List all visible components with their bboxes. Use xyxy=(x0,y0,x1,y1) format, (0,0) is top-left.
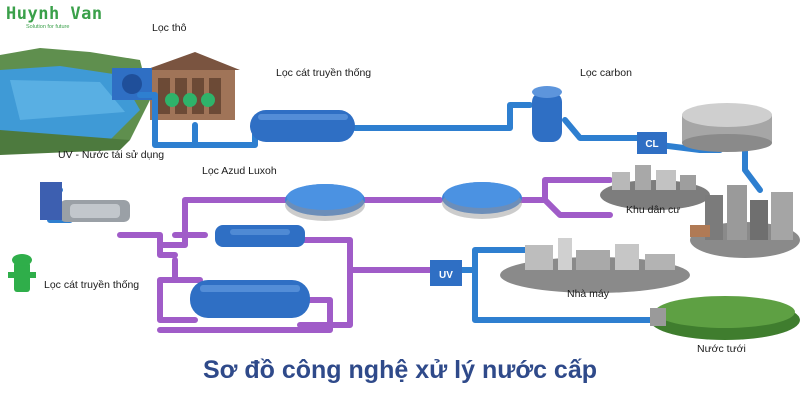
azud-filter xyxy=(215,225,305,247)
cl-tag: CL xyxy=(645,139,658,150)
storage-tank xyxy=(682,103,772,152)
purple-pipes xyxy=(117,177,613,333)
label-azud-filter: Lọc Azud Luxoh xyxy=(202,165,277,177)
irrigation-island xyxy=(650,296,800,340)
uv-tag: UV xyxy=(439,270,453,281)
label-factory: Nhà máy xyxy=(567,288,610,300)
water-source-mountain xyxy=(0,48,150,155)
sand-filter-tank-bottom xyxy=(190,280,310,318)
label-sand-filter-top: Lọc cát truyền thống xyxy=(276,67,372,79)
clarifier-2 xyxy=(442,182,522,219)
hydrant xyxy=(8,254,36,292)
residential-island xyxy=(600,165,710,210)
label-uv-reuse: UV - Nước tái sử dụng xyxy=(58,149,165,161)
diagram-title: Sơ đồ công nghệ xử lý nước cấp xyxy=(202,356,598,384)
factory-island xyxy=(500,238,690,293)
logo: Huynh Van xyxy=(6,4,103,24)
sand-filter-tank-top xyxy=(250,110,355,142)
label-carbon-filter: Lọc carbon xyxy=(580,67,632,79)
blue-pipes xyxy=(47,92,763,323)
label-residential: Khu dân cư xyxy=(626,204,681,216)
coarse-filter-building xyxy=(112,52,240,120)
chlorine-unit: CL xyxy=(637,132,667,154)
label-irrigation: Nước tưới xyxy=(697,343,746,355)
uv-unit: UV xyxy=(430,260,462,286)
label-coarse-filter: Lọc thô xyxy=(152,22,187,34)
clarifier-1 xyxy=(285,184,365,221)
label-sand-filter-bottom: Lọc cát truyền thống xyxy=(44,279,140,291)
uv-reuse-unit xyxy=(40,182,130,222)
carbon-filter-tank xyxy=(532,86,562,142)
city-buildings xyxy=(690,185,800,258)
logo-tagline: Solution for future xyxy=(26,24,70,30)
